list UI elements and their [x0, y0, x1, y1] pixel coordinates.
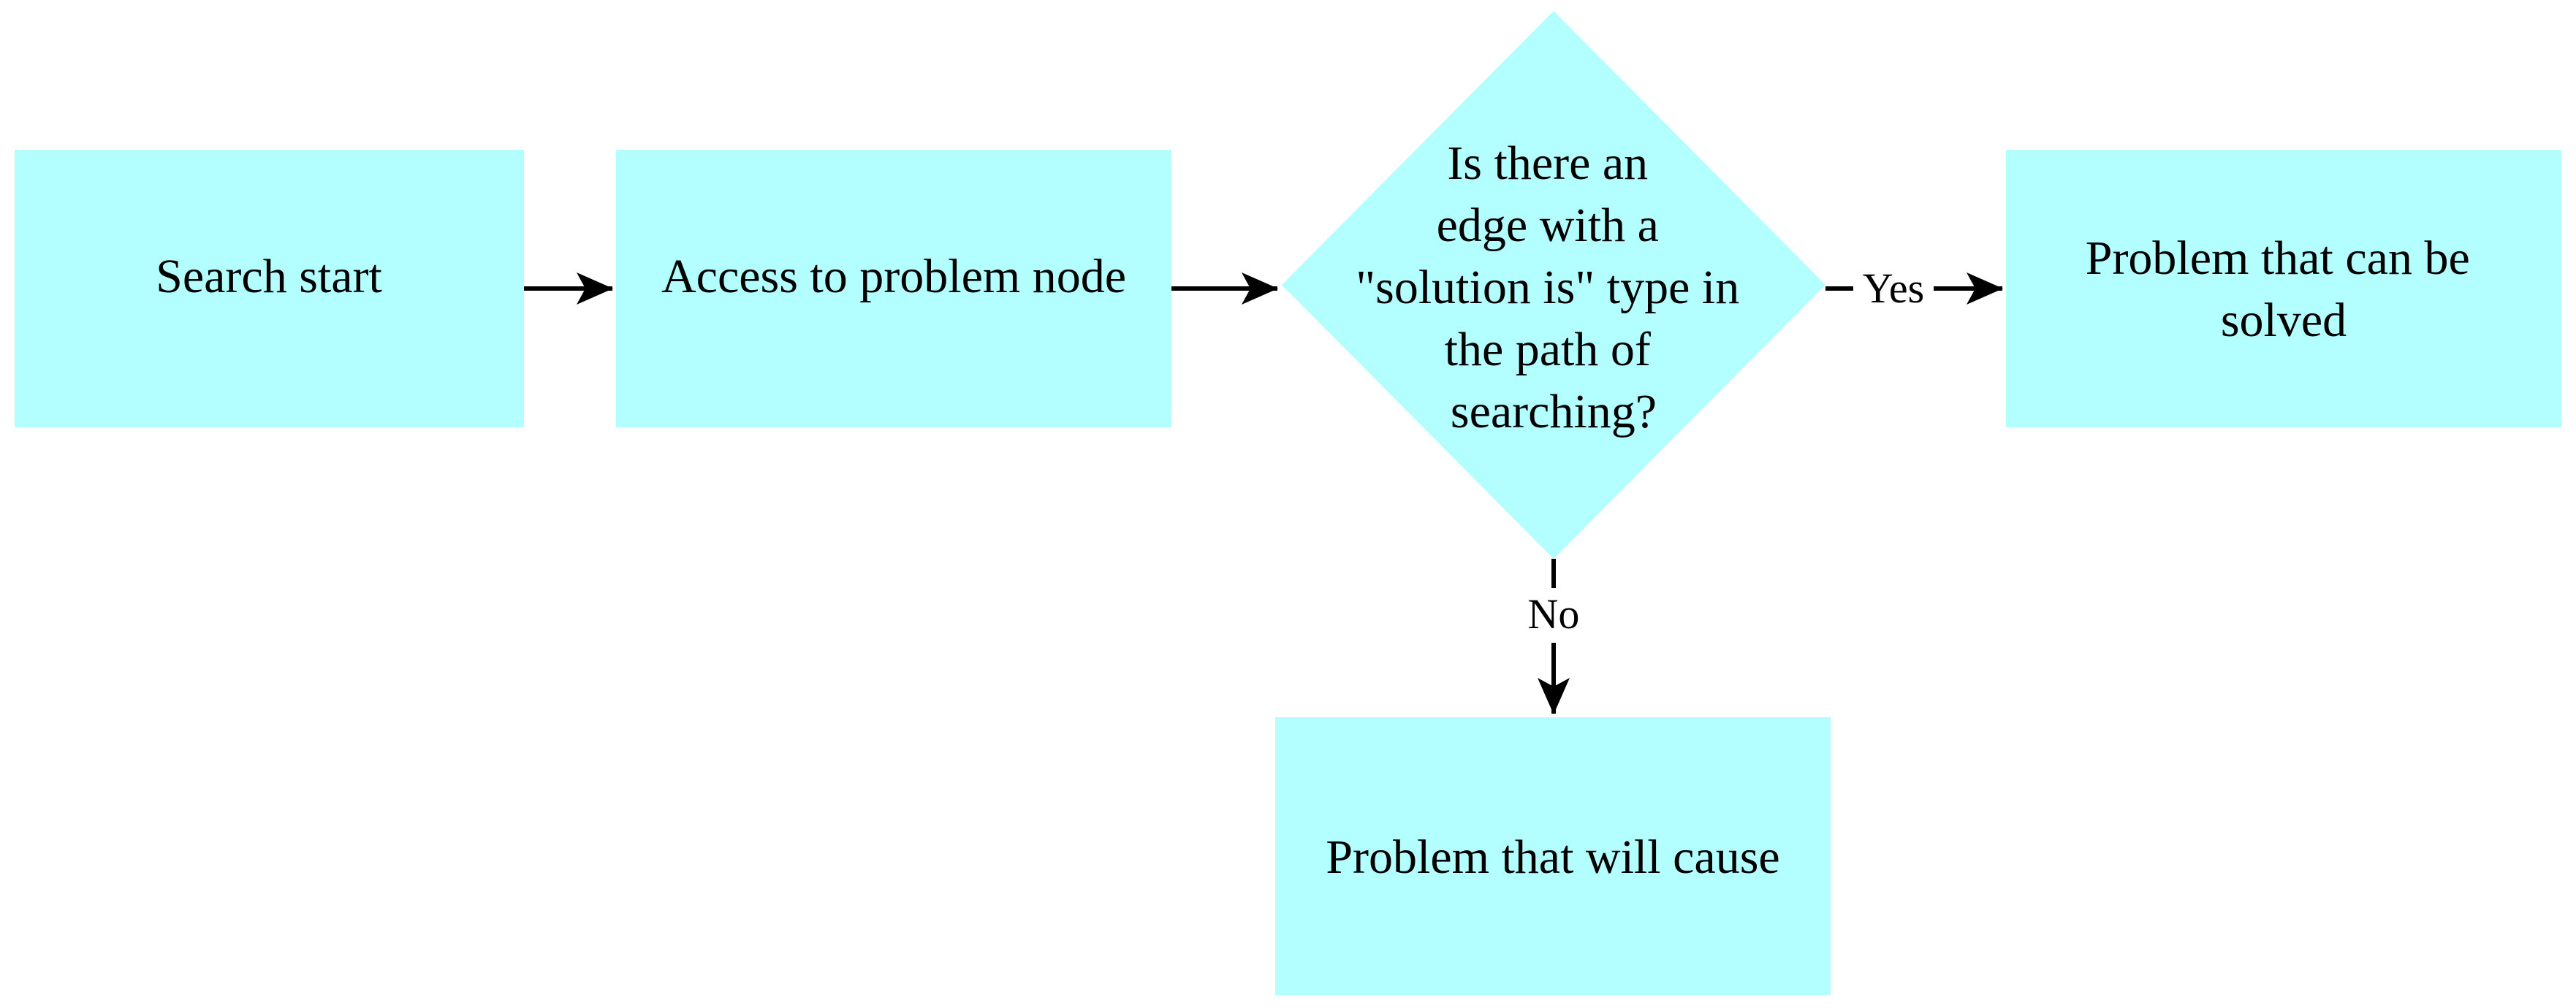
node-decision-line-2: edge with a [1437, 199, 1659, 252]
edge-decision-no: No [1520, 559, 1587, 714]
node-decision-line-4: the path of [1445, 323, 1651, 376]
node-search-start-label: Search start [156, 250, 382, 303]
node-decision-label: Is there an edge with a "solution is" ty… [1356, 137, 1752, 438]
node-search-start-line-1: Search start [156, 250, 382, 303]
node-will-cause-box [1275, 717, 1831, 995]
node-access-problem-node: Access to problem node [616, 150, 1171, 427]
node-access-problem-node-label: Access to problem node [661, 250, 1126, 303]
node-solvable: Problem that can be solved [2006, 150, 2561, 427]
edge-label-no-bg [1520, 588, 1587, 643]
edge-label-no: No [1528, 590, 1580, 638]
node-solvable-line-1: Problem that can be [2086, 232, 2470, 285]
node-decision-diamond [1282, 11, 1825, 559]
node-solvable-box [2006, 150, 2561, 427]
node-solvable-label: Problem that can be solved [2086, 232, 2482, 347]
node-access-problem-node-line-1: Access to problem node [661, 250, 1126, 303]
node-decision-line-3: "solution is" type in [1356, 261, 1739, 314]
node-will-cause-line-1: Problem that will cause [1326, 831, 1779, 884]
node-decision-line-5: searching? [1451, 385, 1657, 438]
edge-label-yes: Yes [1863, 264, 1924, 312]
node-decision-line-1: Is there an [1447, 137, 1648, 190]
edge-decision-yes: Yes [1825, 263, 2003, 314]
node-search-start: Search start [15, 150, 524, 427]
node-search-start-box [15, 150, 524, 427]
edge-label-yes-bg [1853, 263, 1934, 314]
node-decision: Is there an edge with a "solution is" ty… [1282, 11, 1825, 559]
node-will-cause: Problem that will cause [1275, 717, 1831, 995]
node-solvable-line-2: solved [2221, 294, 2347, 347]
node-will-cause-label: Problem that will cause [1326, 831, 1779, 884]
node-access-problem-node-box [616, 150, 1171, 427]
